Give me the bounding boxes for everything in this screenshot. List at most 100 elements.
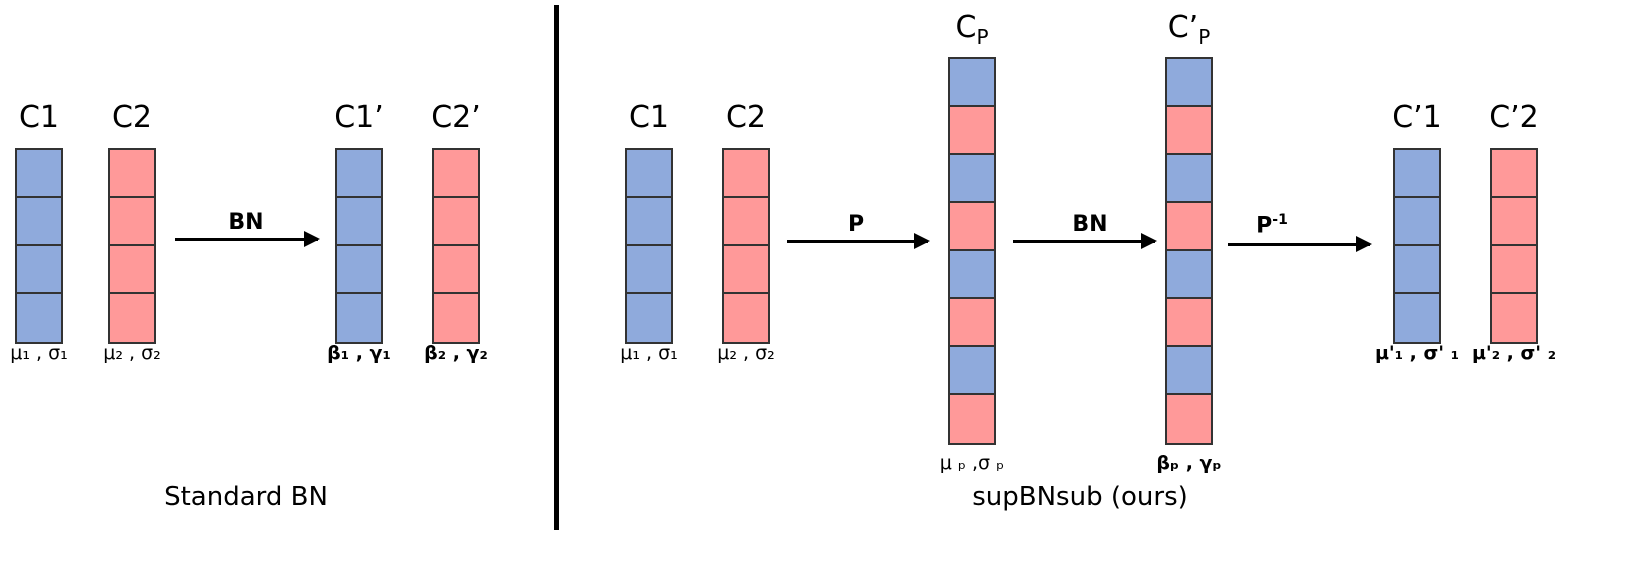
channel-cell-red [950, 203, 994, 251]
channel-cell-blue [1167, 251, 1211, 299]
channel-cell-blue [17, 294, 61, 342]
channel-cell-red [434, 198, 478, 246]
channel-cell-red [724, 198, 768, 246]
header-text: C2’ [431, 100, 481, 135]
caption-standard-bn: Standard BN [164, 482, 328, 512]
channel-cell-blue [1395, 246, 1439, 294]
param-label: βₚ , γₚ [1156, 452, 1222, 474]
channel-cell-red [1167, 299, 1211, 347]
channel-cell-red [1167, 395, 1211, 443]
channel-cell-blue [1167, 59, 1211, 107]
channel-cell-red [724, 150, 768, 198]
channel-cell-blue [1395, 294, 1439, 342]
column-header-c1: C1 [589, 100, 709, 135]
column-header-cp: CP [912, 10, 1032, 49]
arrow-bn [175, 231, 320, 247]
arrow-label-p-inverse: P-1 [1256, 212, 1288, 238]
panel-divider [554, 5, 559, 530]
channel-cell-red [950, 107, 994, 155]
header-text: C [955, 10, 977, 45]
channel-cell-red [950, 299, 994, 347]
column-header-c2-prime: C’2 [1454, 100, 1574, 135]
column-header-c2: C2 [686, 100, 806, 135]
channel-cell-blue [627, 294, 671, 342]
channel-cell-blue [1395, 198, 1439, 246]
channel-column-c1 [625, 148, 673, 344]
channel-cell-blue [1167, 347, 1211, 395]
channel-column-c1 [15, 148, 63, 344]
stat-label: μ'₂ , σ' ₂ [1471, 342, 1557, 364]
header-subscript: P [1198, 25, 1211, 49]
channel-cell-blue [950, 347, 994, 395]
arrow-inverse-permute [1228, 236, 1372, 252]
stat-label: μ₂ , σ₂ [717, 342, 775, 364]
arrow-label-p: P [847, 212, 865, 237]
channel-cell-red [1492, 198, 1536, 246]
channel-cell-red [1167, 203, 1211, 251]
header-text: C1 [18, 100, 60, 135]
channel-cell-blue [627, 150, 671, 198]
channel-cell-blue [337, 150, 381, 198]
channel-cell-red [950, 395, 994, 443]
header-text: C2 [111, 100, 153, 135]
channel-cell-blue [17, 150, 61, 198]
channel-cell-blue [337, 246, 381, 294]
channel-cell-red [110, 198, 154, 246]
param-label: β₁ , γ₁ [327, 342, 391, 364]
channel-column-c2 [108, 148, 156, 344]
channel-cell-blue [17, 198, 61, 246]
header-text: C1 [628, 100, 670, 135]
stat-label: μ₁ , σ₁ [620, 342, 678, 364]
channel-cell-red [434, 150, 478, 198]
channel-cell-red [110, 294, 154, 342]
column-header-c1: C1 [0, 100, 99, 135]
arrow-bn [1013, 233, 1157, 249]
header-subscript: P [976, 25, 989, 49]
channel-cell-red [1167, 107, 1211, 155]
channel-cell-blue [627, 198, 671, 246]
stat-label: μ ₚ ,σ ₚ [939, 452, 1005, 474]
channel-column-c2-prime [1490, 148, 1538, 344]
channel-cell-red [434, 294, 478, 342]
header-text: C1’ [334, 100, 384, 135]
header-text: C2 [725, 100, 767, 135]
channel-cell-red [724, 246, 768, 294]
channel-cell-red [1492, 150, 1536, 198]
stat-label: μ₁ , σ₁ [10, 342, 68, 364]
column-header-c2-prime: C2’ [396, 100, 516, 135]
channel-column-c2-prime [432, 148, 480, 344]
channel-cell-red [1492, 246, 1536, 294]
channel-column-c2 [722, 148, 770, 344]
stat-label: μ'₁ , σ' ₁ [1374, 342, 1460, 364]
param-label: β₂ , γ₂ [424, 342, 488, 364]
channel-column-c1-prime [1393, 148, 1441, 344]
channel-cell-red [110, 246, 154, 294]
column-header-cp-prime: C’P [1129, 10, 1249, 49]
channel-column-cp-prime [1165, 57, 1213, 445]
channel-cell-blue [950, 155, 994, 203]
channel-cell-blue [337, 198, 381, 246]
p-text: P [1256, 213, 1273, 239]
arrow-label-bn: BN [1072, 212, 1108, 237]
channel-cell-blue [337, 294, 381, 342]
channel-cell-red [724, 294, 768, 342]
channel-cell-blue [1395, 150, 1439, 198]
stat-label: μ₂ , σ₂ [103, 342, 161, 364]
header-text: C’ [1167, 10, 1199, 45]
column-header-c2: C2 [72, 100, 192, 135]
channel-cell-red [110, 150, 154, 198]
channel-cell-blue [950, 59, 994, 107]
channel-cell-blue [950, 251, 994, 299]
inverse-superscript: -1 [1272, 212, 1288, 228]
header-text: C’1 [1392, 100, 1442, 135]
header-text: C’2 [1489, 100, 1539, 135]
column-header-c1-prime: C’1 [1357, 100, 1477, 135]
channel-cell-red [1492, 294, 1536, 342]
channel-cell-blue [17, 246, 61, 294]
caption-supbnsub: supBNsub (ours) [972, 482, 1188, 512]
arrow-permute [787, 233, 930, 249]
column-header-c1-prime: C1’ [299, 100, 419, 135]
channel-column-c1-prime [335, 148, 383, 344]
channel-column-cp [948, 57, 996, 445]
channel-cell-blue [627, 246, 671, 294]
